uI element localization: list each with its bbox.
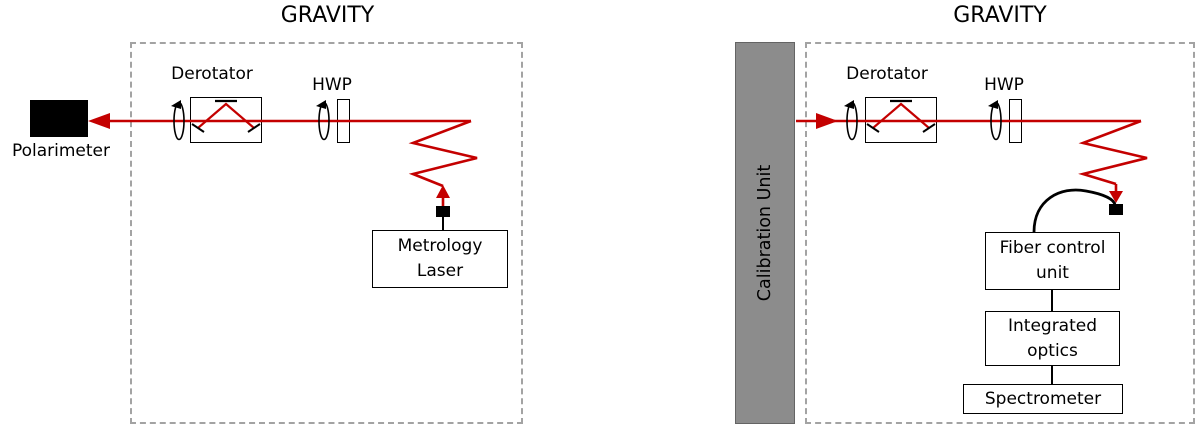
polarimeter-block	[30, 100, 88, 137]
metrology-laser-box: Metrology Laser	[372, 230, 508, 288]
left-panel-title: GRAVITY	[280, 3, 375, 28]
fiber-control-unit-label-line2: unit	[1036, 263, 1069, 283]
spectrometer-label: Spectrometer	[984, 388, 1102, 409]
integrated-optics-label-line2: optics	[1027, 340, 1078, 361]
fiber-control-unit-box: Fiber control unit	[985, 232, 1120, 290]
right-gravity-enclosure	[805, 42, 1195, 424]
hwp-plate-right	[1009, 99, 1022, 143]
derotator-box-right	[865, 97, 937, 143]
beam-arrow-left	[88, 113, 110, 129]
right-panel-title: GRAVITY	[953, 3, 1047, 28]
polarimeter-label: Polarimeter	[11, 141, 111, 161]
left-gravity-enclosure	[130, 42, 523, 424]
hwp-label-left: HWP	[312, 75, 352, 95]
hwp-label-right: HWP	[984, 75, 1024, 95]
hwp-plate-left	[337, 99, 350, 143]
calibration-unit-block: Calibration Unit	[735, 42, 795, 424]
derotator-box-left	[190, 97, 262, 143]
metrology-laser-label-line1: Metrology	[397, 236, 483, 257]
derotator-label-right: Derotator	[846, 64, 928, 84]
derotator-label-left: Derotator	[171, 64, 253, 84]
integrated-optics-box: Integrated optics	[985, 311, 1120, 366]
fiber-control-unit-label-line1: Fiber control	[999, 238, 1106, 259]
calibration-unit-label: Calibration Unit	[755, 164, 775, 302]
spectrometer-box: Spectrometer	[963, 384, 1123, 414]
metrology-laser-label-line2: Laser	[416, 261, 464, 281]
integrated-optics-label-line1: Integrated	[1007, 315, 1098, 336]
